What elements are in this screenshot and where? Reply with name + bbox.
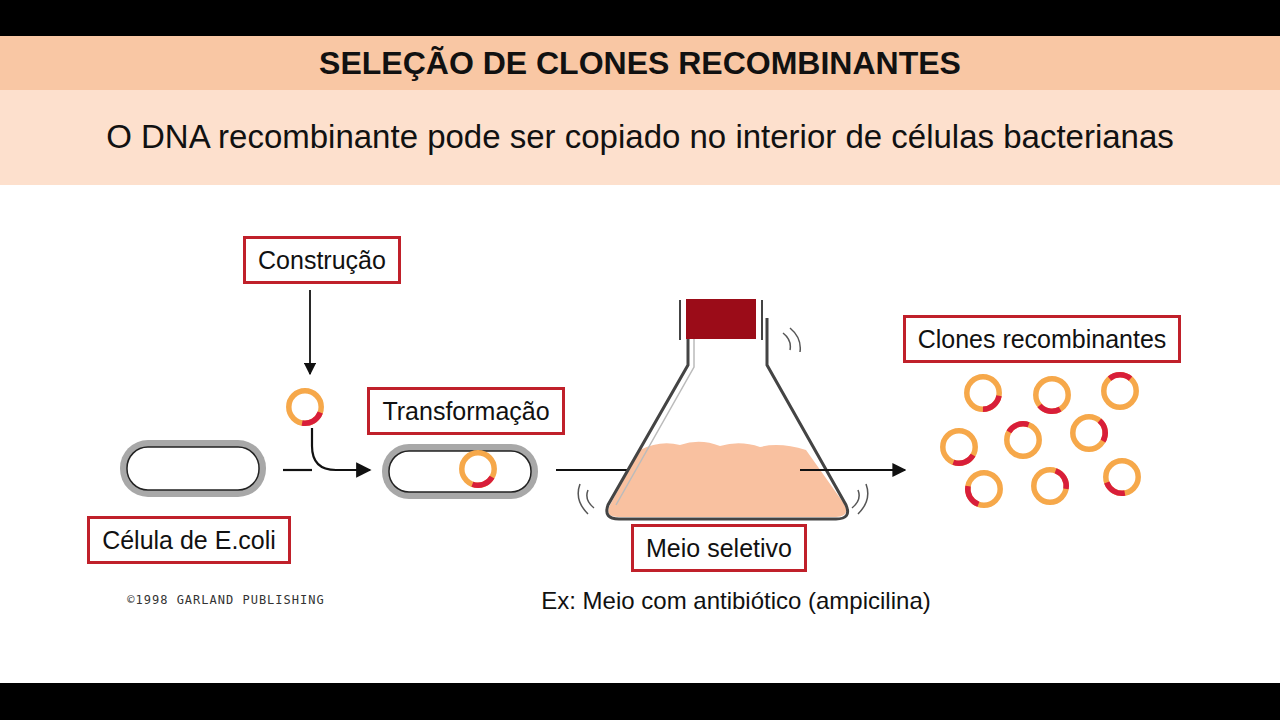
plasmid <box>967 377 1002 412</box>
title-band <box>0 36 1280 90</box>
plasmid <box>462 453 495 488</box>
cell-wall <box>382 444 538 499</box>
plasmid-group <box>289 372 1138 507</box>
insert-dna <box>1108 372 1132 381</box>
plasmid <box>1104 461 1138 496</box>
subtitle-band <box>0 90 1280 185</box>
flask-cap <box>686 299 756 339</box>
box-label: Clones recombinantes <box>918 324 1167 354</box>
top-bar <box>0 0 1280 36</box>
insert-dna <box>302 412 323 426</box>
cell-wall <box>120 440 266 497</box>
insert-dna <box>952 454 975 466</box>
plasmid <box>1007 421 1040 456</box>
arrow <box>309 290 311 374</box>
plasmid <box>1073 417 1108 449</box>
insert-dna <box>471 476 494 488</box>
box-label: Célula de E.coli <box>102 525 276 555</box>
plasmid <box>1104 372 1136 407</box>
box-label: Transformação <box>382 396 549 426</box>
plasmid <box>1034 468 1069 502</box>
plasmid <box>1036 379 1068 414</box>
plasmid <box>289 391 323 426</box>
foam <box>660 423 800 438</box>
label-box: Clones recombinantes <box>903 315 1182 363</box>
cell-body <box>389 451 531 492</box>
box-label: Meio seletivo <box>646 533 792 563</box>
label-box: Transformação <box>367 387 564 435</box>
label-box: Célula de E.coli <box>87 516 291 564</box>
copyright-note: ©1998 GARLAND PUBLISHING <box>127 593 324 609</box>
plasmid <box>965 473 1000 507</box>
insert-dna <box>1007 421 1030 433</box>
insert-dna <box>983 395 1002 412</box>
box-label: Construção <box>258 245 386 275</box>
title: SELEÇÃO DE CLONES RECOMBINANTES <box>319 45 961 82</box>
insert-dna <box>1098 418 1108 442</box>
insert-dna <box>1055 468 1069 489</box>
note: Ex: Meio com antibiótico (ampicilina) <box>541 585 930 616</box>
arrow <box>312 428 370 470</box>
arrow <box>283 469 312 471</box>
insert-dna <box>1037 404 1061 414</box>
subtitle: O DNA recombinante pode ser copiado no i… <box>106 116 1174 159</box>
flask-glass <box>616 322 694 505</box>
flask-outline <box>607 318 848 519</box>
insert-dna <box>965 486 979 507</box>
flask-liquid <box>608 442 846 517</box>
cell-body <box>127 447 259 490</box>
label-box: Meio seletivo <box>631 524 807 572</box>
arrow <box>800 469 905 471</box>
flask-lip <box>680 300 762 340</box>
plasmid <box>943 431 976 466</box>
bottom-bar <box>0 683 1280 720</box>
label-box: Construção <box>243 236 401 284</box>
plasmid-ring <box>1104 375 1136 407</box>
shake-marks <box>578 328 868 514</box>
insert-dna <box>1104 482 1125 496</box>
